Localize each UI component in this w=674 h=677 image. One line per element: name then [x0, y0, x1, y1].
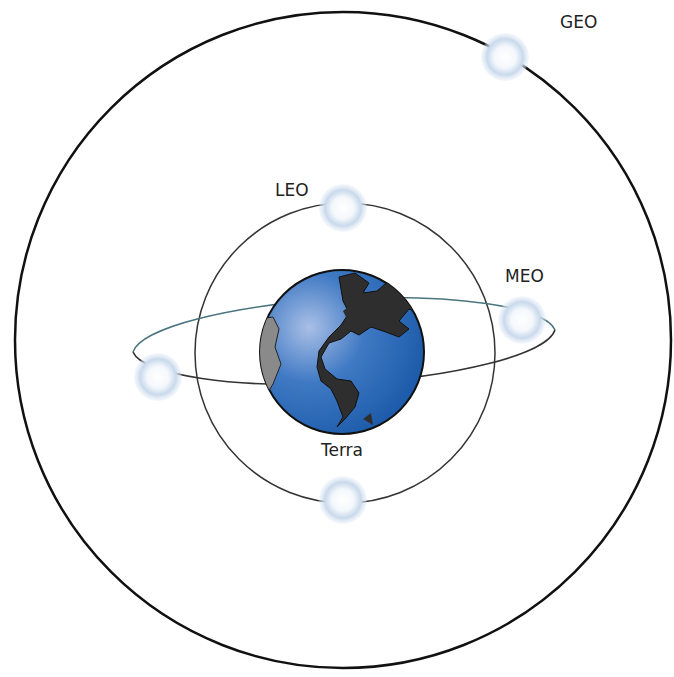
- earth-globe: Terra: [259, 269, 425, 435]
- geo-satellite: [481, 33, 529, 81]
- earth-shape: [259, 269, 425, 435]
- leo-orbit: [195, 203, 495, 503]
- orbit-name: GEO: [560, 12, 597, 32]
- meo-satellite: [498, 296, 546, 344]
- landmass: [343, 305, 373, 425]
- landmass: [317, 273, 425, 427]
- landmass: [259, 317, 281, 399]
- orbit-name: LEO: [275, 180, 309, 200]
- planet-name: Terra: [321, 440, 363, 460]
- leo-satellite: [319, 476, 367, 524]
- leo-satellite: [319, 184, 367, 232]
- earth-disc: [260, 270, 424, 434]
- meo-satellite: [134, 353, 182, 401]
- satellites: [134, 33, 546, 524]
- orbit-name: MEO: [505, 266, 544, 286]
- geo-orbit: [15, 12, 671, 668]
